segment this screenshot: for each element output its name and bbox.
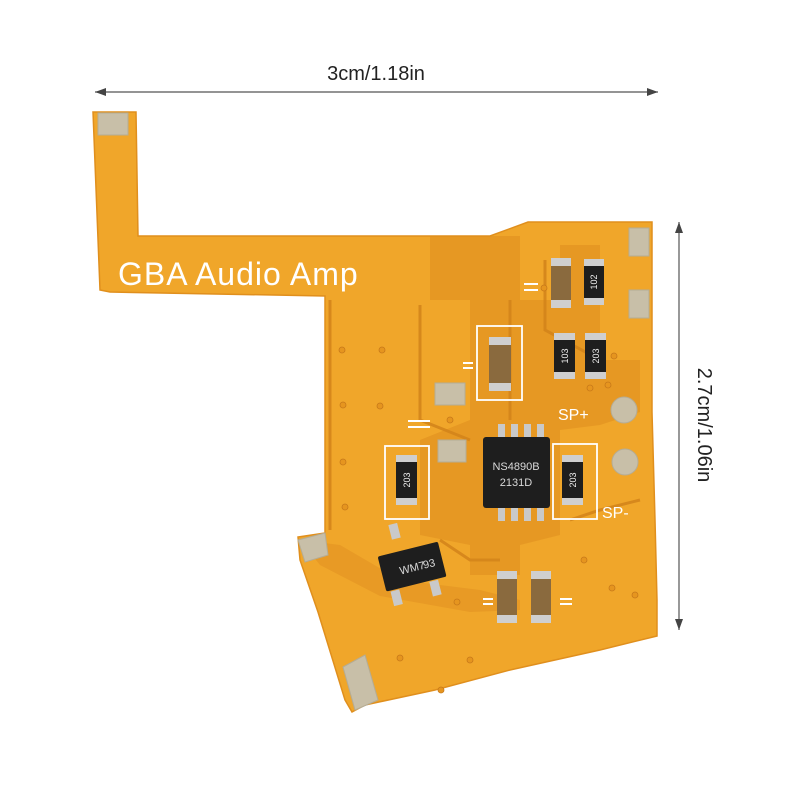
flex-pcb-board: SP+ SP- GBA Audio Amp <box>92 111 658 714</box>
resistor-203-c: 203 <box>562 455 583 505</box>
gold-pad-bottom-left <box>342 654 379 711</box>
gold-pad-top-left <box>97 112 129 136</box>
width-arrow-right-icon <box>647 88 658 96</box>
speaker-positive-label: SP+ <box>558 407 589 424</box>
width-dimension: 3cm/1.18in <box>95 63 658 96</box>
height-label: 2.7cm/1.06in <box>693 368 715 483</box>
pcb-traces <box>328 260 641 562</box>
pcb-trace-area <box>420 236 640 575</box>
pcb-trace-branch <box>300 540 520 612</box>
gold-pad-right-top <box>628 227 650 257</box>
gold-pad-right-mid <box>628 289 650 319</box>
resistor-102: 102 <box>584 259 604 305</box>
speaker-negative-label: SP- <box>602 505 629 522</box>
regulator-ic: WM7 93 <box>378 522 447 607</box>
ic-marking-line1: NS4890B <box>492 461 539 473</box>
resistor-103-label: 103 <box>560 348 570 363</box>
height-dimension: 2.7cm/1.06in <box>675 222 715 630</box>
height-arrow-bottom-icon <box>675 619 683 630</box>
amplifier-ic: NS4890B 2131D <box>483 424 550 521</box>
regulator-body <box>378 542 447 592</box>
gold-pad-center-2 <box>437 439 467 463</box>
speaker-pad-positive <box>610 396 638 424</box>
board-title: GBA Audio Amp <box>118 256 359 292</box>
resistor-203-a: 203 <box>585 333 606 379</box>
ic-marking-line2: 2131D <box>500 477 532 489</box>
regulator-marking-line2: 93 <box>422 557 437 572</box>
gold-pad-left <box>297 532 329 563</box>
ic-pins-top <box>498 424 544 438</box>
ic-pins-bottom <box>498 507 544 521</box>
gold-pad-center-1 <box>434 382 466 406</box>
ic-body <box>483 437 550 508</box>
resistor-203-a-label: 203 <box>591 348 601 363</box>
resistor-103: 103 <box>554 333 575 379</box>
vias <box>338 284 639 694</box>
speaker-pad-negative <box>611 448 639 476</box>
width-arrow-left-icon <box>95 88 106 96</box>
resistor-203-c-label: 203 <box>568 472 578 487</box>
capacitor-top <box>551 258 571 308</box>
height-arrow-top-icon <box>675 222 683 233</box>
capacitor-bottom-left <box>497 571 517 623</box>
resistor-102-label: 102 <box>589 274 599 289</box>
width-label: 3cm/1.18in <box>327 63 425 85</box>
capacitor-center <box>489 337 511 391</box>
resistor-203-b: 203 <box>396 455 417 505</box>
silkscreen-outlines <box>384 325 598 520</box>
silkscreen-marks <box>408 283 572 605</box>
capacitor-bottom-right <box>531 571 551 623</box>
resistor-203-b-label: 203 <box>402 472 412 487</box>
